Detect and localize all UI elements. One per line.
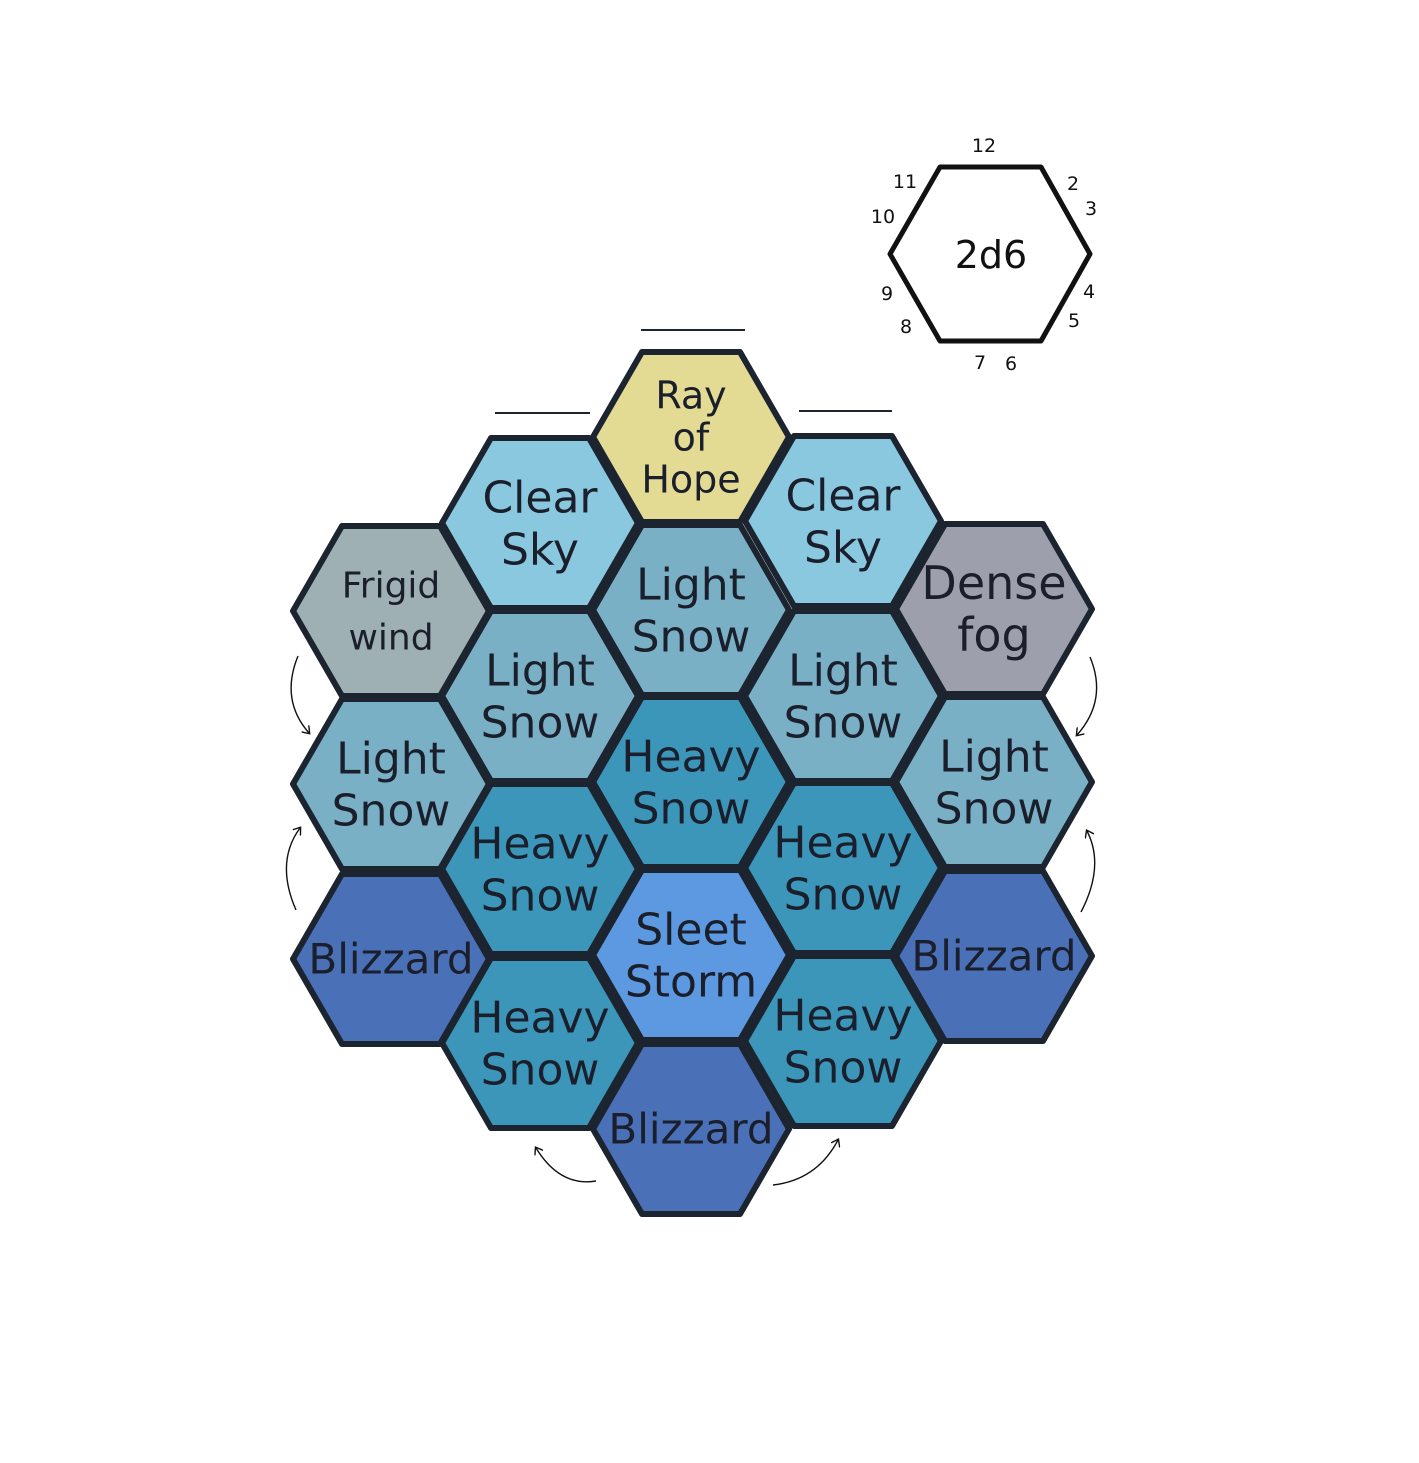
hex-shape: [742, 433, 944, 609]
legend-number-9: 9: [881, 283, 893, 305]
hex-label-line: Clear: [482, 472, 598, 523]
legend-number-11: 11: [893, 171, 917, 193]
arrow-bottom-right: [772, 1140, 838, 1186]
hex-label-line: Light: [636, 559, 746, 610]
arrow-left-upper: [290, 655, 309, 733]
hex-shape: [742, 953, 944, 1129]
legend-number-8: 8: [900, 316, 912, 338]
hex-label-line: of: [673, 415, 711, 459]
hex-label-line: Blizzard: [308, 935, 473, 984]
legend-number-6: 6: [1005, 353, 1017, 375]
hex-label-line: Clear: [785, 470, 901, 521]
hex-label-line: Snow: [481, 697, 600, 748]
hex-label-line: Hope: [641, 457, 740, 501]
legend-number-4: 4: [1083, 281, 1095, 303]
hex-label-line: Dense: [921, 556, 1066, 610]
hex-label-line: Sky: [804, 522, 882, 573]
hex-shape: [590, 867, 792, 1043]
hex-layer: RayofHopeClearSkyClearSkyFrigidwindLight…: [290, 349, 1095, 1217]
arrow-right-upper: [1077, 656, 1098, 735]
hex-label-line: Heavy: [470, 992, 609, 1043]
hex-label-line: Snow: [784, 1042, 903, 1093]
legend-hex: [887, 164, 1093, 344]
legend-number-2: 2: [1067, 173, 1079, 195]
hex-label-line: Snow: [935, 783, 1054, 834]
hex-blizzard-bottom: Blizzard: [590, 1041, 792, 1217]
hex-label-line: fog: [957, 608, 1031, 662]
legend-number-10: 10: [871, 206, 895, 228]
legend-number-3: 3: [1085, 198, 1097, 220]
hex-label-line: Snow: [784, 697, 903, 748]
hex-label-line: Snow: [481, 1044, 600, 1095]
arrow-right-lower: [1080, 831, 1096, 913]
legend-number-12: 12: [972, 135, 996, 157]
hex-shape: [590, 1041, 792, 1217]
hex-label-line: Snow: [632, 783, 751, 834]
hex-label-line: Sleet: [635, 904, 747, 955]
hex-shape: [439, 955, 641, 1131]
hex-shape: [439, 781, 641, 957]
hex-blizzard-right: Blizzard: [893, 868, 1095, 1044]
hex-label-line: Light: [336, 733, 446, 784]
hex-label-line: Snow: [784, 869, 903, 920]
hex-label-line: Heavy: [621, 731, 760, 782]
cycle-arrows: [285, 655, 1098, 1186]
hex-label-line: Storm: [625, 956, 757, 1007]
hex-shape: [893, 694, 1095, 870]
hex-label-line: Light: [939, 731, 1049, 782]
hex-label-line: wind: [348, 618, 433, 659]
hex-label-line: Heavy: [773, 817, 912, 868]
hex-label-line: Heavy: [470, 818, 609, 869]
arrow-bottom-left: [536, 1148, 597, 1183]
legend-number-5: 5: [1068, 310, 1080, 332]
hex-label-line: Snow: [632, 611, 751, 662]
hex-label-line: Blizzard: [608, 1105, 773, 1154]
top-edge-marks: [495, 329, 892, 414]
hex-label-line: Snow: [332, 785, 451, 836]
legend-center-label: 2d6: [955, 233, 1027, 277]
hex-label-line: Light: [788, 645, 898, 696]
legend-number-7: 7: [974, 352, 986, 374]
hex-label-line: Blizzard: [911, 932, 1076, 981]
hex-label-line: Frigid: [342, 566, 441, 607]
hex-label-line: Snow: [481, 870, 600, 921]
hex-label-line: Sky: [501, 524, 579, 575]
hex-label-line: Ray: [655, 373, 726, 417]
arrow-left-lower: [285, 828, 300, 911]
hex-label-line: Light: [485, 645, 595, 696]
dice-legend: 2d6 12 2 3 4 5 6 7 8 9 10 11: [871, 135, 1097, 375]
hex-blizzard-left: Blizzard: [290, 871, 492, 1047]
hex-frigid-wind: Frigid wind: [290, 523, 492, 699]
hex-shape: [893, 868, 1095, 1044]
hex-label-line: Heavy: [773, 990, 912, 1041]
